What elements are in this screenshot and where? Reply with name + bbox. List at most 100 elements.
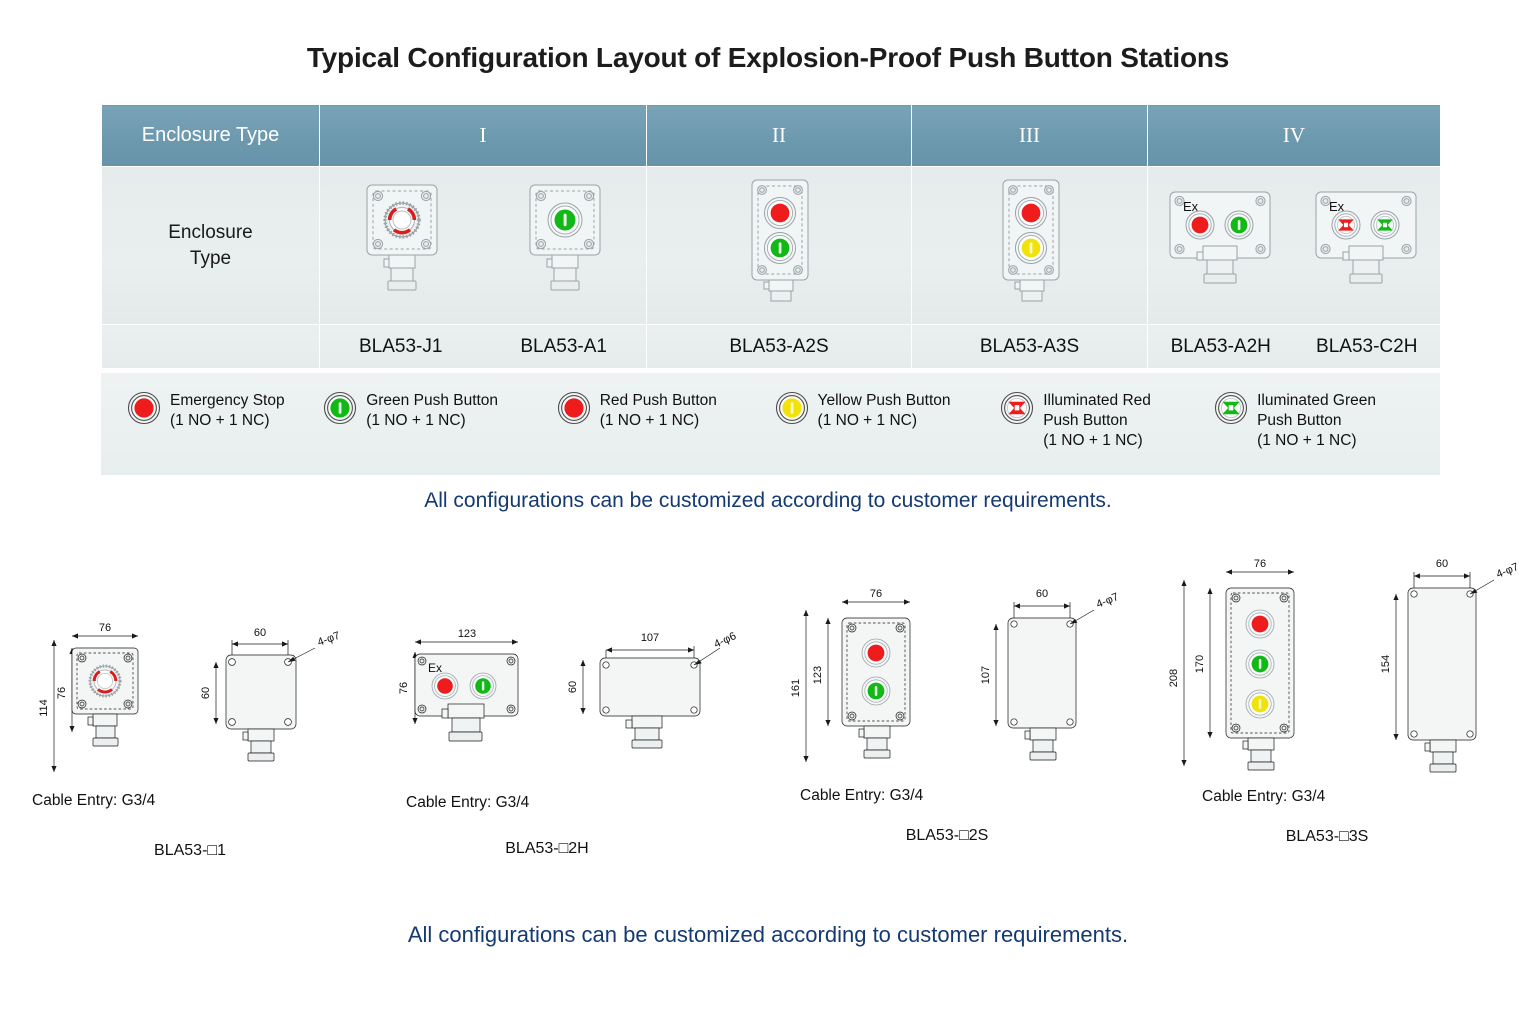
green-push-button	[547, 202, 582, 237]
header-enclosure-type: Enclosure Type	[101, 104, 320, 167]
emergency-stop-knob-dim	[88, 664, 122, 698]
red-push-button	[764, 196, 796, 229]
legend-item-yellow-push-button: Yellow Push Button(1 NO + 1 NC)	[775, 391, 1001, 431]
illuminated-red-push-button-icon	[1001, 391, 1034, 425]
cable-entry-label-2: Cable Entry: G3/4	[406, 794, 530, 811]
yellow-push-button	[1014, 231, 1047, 264]
model-label-bla53-a1: BLA53-A1	[520, 335, 607, 357]
cell-type-iii-images	[911, 166, 1148, 325]
green-push-button	[1224, 210, 1254, 239]
legend-text-emergency-stop: Emergency Stop(1 NO + 1 NC)	[170, 392, 285, 429]
legend-text-yellow-push-button: Yellow Push Button(1 NO + 1 NC)	[817, 392, 951, 429]
dim-rear-width-1: 60	[254, 627, 266, 639]
dim-overall-height-3: 161	[790, 679, 802, 697]
illuminated-green-push-button-icon	[1215, 391, 1248, 425]
dim-rear-height-4: 154	[1380, 655, 1392, 673]
dim-hole-callout-4: 4-φ7	[1495, 561, 1521, 581]
dim-overall-height-4: 208	[1168, 669, 1180, 687]
dim-rear-height-2: 60	[567, 681, 579, 693]
enclosure-drawing-bla53-c2h: Ex	[1315, 191, 1417, 283]
dim-rear-height-1: 60	[200, 687, 212, 699]
cable-entry-label-3: Cable Entry: G3/4	[800, 787, 924, 804]
green-push-button-dim	[469, 672, 497, 700]
dim-overall-height-1: 114	[38, 699, 50, 717]
yellow-push-button-dim	[1245, 689, 1275, 719]
dimension-group-2: Ex 123 76	[382, 610, 742, 858]
cell-type-ii-images	[646, 166, 912, 325]
dimension-drawing-bla53-2s: 76 123 161	[790, 588, 1121, 762]
model-cell-type-iv: BLA53-A2H BLA53-C2H	[1147, 324, 1441, 369]
legend-item-red-push-button: Red Push Button(1 NO + 1 NC)	[557, 391, 775, 431]
dim-rear-width-2: 107	[641, 632, 659, 644]
legend-text-green-push-button: Green Push Button(1 NO + 1 NC)	[366, 392, 499, 429]
enclosure-drawing-bla53-a2h: Ex	[1169, 191, 1271, 283]
drawing-model-label-4: BLA53-□3S	[1285, 828, 1369, 845]
dimension-drawing-bla53-3s: 76 170 208	[1168, 558, 1521, 773]
header-type-iv: IV	[1147, 104, 1441, 167]
dim-hole-callout-3: 4-φ7	[1095, 591, 1121, 611]
enclosure-type-label-line1: Enclosure	[168, 221, 253, 243]
customization-note-top: All configurations can be customized acc…	[424, 489, 1112, 512]
enclosure-drawing-bla53-a1	[529, 184, 600, 290]
cable-entry-label-1: Cable Entry: G3/4	[32, 792, 156, 809]
enclosure-type-label-line2: Type	[189, 247, 232, 269]
dim-rear-width-3: 60	[1036, 588, 1048, 600]
green-push-button	[764, 231, 796, 264]
model-label-bla53-a3s: BLA53-A3S	[911, 324, 1148, 369]
header-type-i: I	[319, 104, 647, 167]
enclosure-drawing-bla53-a3s	[1002, 179, 1059, 301]
dimension-group-4: 76 170 208	[1162, 552, 1532, 846]
dim-rear-height-3: 107	[980, 666, 992, 684]
dimension-group-1: 76 76 114	[20, 600, 360, 860]
table-image-row: Enclosure Type	[101, 166, 1441, 325]
model-label-bla53-c2h: BLA53-C2H	[1316, 335, 1418, 357]
emergency-stop-icon	[127, 391, 161, 425]
dim-hole-callout-2: 4-φ6	[712, 630, 738, 651]
enclosure-drawing-bla53-j1	[366, 184, 437, 290]
table-model-row: BLA53-J1 BLA53-A1 BLA53-A2S BLA53-A3S BL…	[101, 324, 1441, 369]
dim-front-width-3: 76	[870, 588, 882, 600]
green-push-button-icon	[324, 391, 357, 425]
dim-front-width-2: 123	[458, 628, 476, 640]
red-push-button	[1014, 196, 1047, 229]
header-type-ii: II	[646, 104, 912, 167]
drawing-model-label-3: BLA53-□2S	[905, 827, 989, 844]
header-type-iii: III	[911, 104, 1148, 167]
dimension-drawing-bla53-2h: Ex 123 76	[398, 628, 738, 749]
legend-item-emergency-stop: Emergency Stop(1 NO + 1 NC)	[127, 391, 323, 431]
illuminated-red-push-button	[1331, 210, 1361, 239]
red-push-button-icon	[557, 391, 590, 425]
red-push-button	[1185, 210, 1215, 239]
dimension-drawing-bla53-1: 76 76 114	[38, 622, 342, 772]
customization-note-bottom: All configurations can be customized acc…	[407, 922, 1129, 947]
green-push-button-dim	[1245, 649, 1275, 679]
drawing-model-label-2: BLA53-□2H	[505, 840, 589, 857]
cable-entry-label-4: Cable Entry: G3/4	[1202, 788, 1326, 805]
yellow-push-button-icon	[775, 391, 808, 425]
ex-marking-label: Ex	[1183, 199, 1199, 214]
page-title: Typical Configuration Layout of Explosio…	[306, 42, 1230, 73]
configuration-table: Enclosure Type I II III IV Enclosure Typ…	[101, 104, 1441, 369]
green-push-button-dim	[861, 676, 891, 706]
legend-band: Emergency Stop(1 NO + 1 NC) Green Push B…	[101, 373, 1440, 475]
table-header-row: Enclosure Type I II III IV	[101, 104, 1441, 167]
dim-front-height-3: 123	[812, 666, 824, 684]
model-cell-type-i: BLA53-J1 BLA53-A1	[319, 324, 647, 369]
cell-type-i-images	[319, 166, 647, 325]
dim-front-height-4: 170	[1194, 655, 1206, 673]
model-label-bla53-a2s: BLA53-A2S	[646, 324, 912, 369]
dim-front-width-1: 76	[99, 622, 111, 634]
emergency-stop-knob	[382, 200, 421, 239]
dim-front-height-1: 76	[56, 687, 68, 699]
model-label-bla53-a2h: BLA53-A2H	[1170, 335, 1271, 357]
legend-item-green-push-button: Green Push Button(1 NO + 1 NC)	[323, 391, 557, 431]
dim-front-height-2: 76	[398, 682, 410, 694]
dimension-group-3: 76 123 161	[782, 580, 1122, 845]
illuminated-green-push-button	[1370, 210, 1400, 239]
red-push-button-dim	[861, 638, 891, 668]
